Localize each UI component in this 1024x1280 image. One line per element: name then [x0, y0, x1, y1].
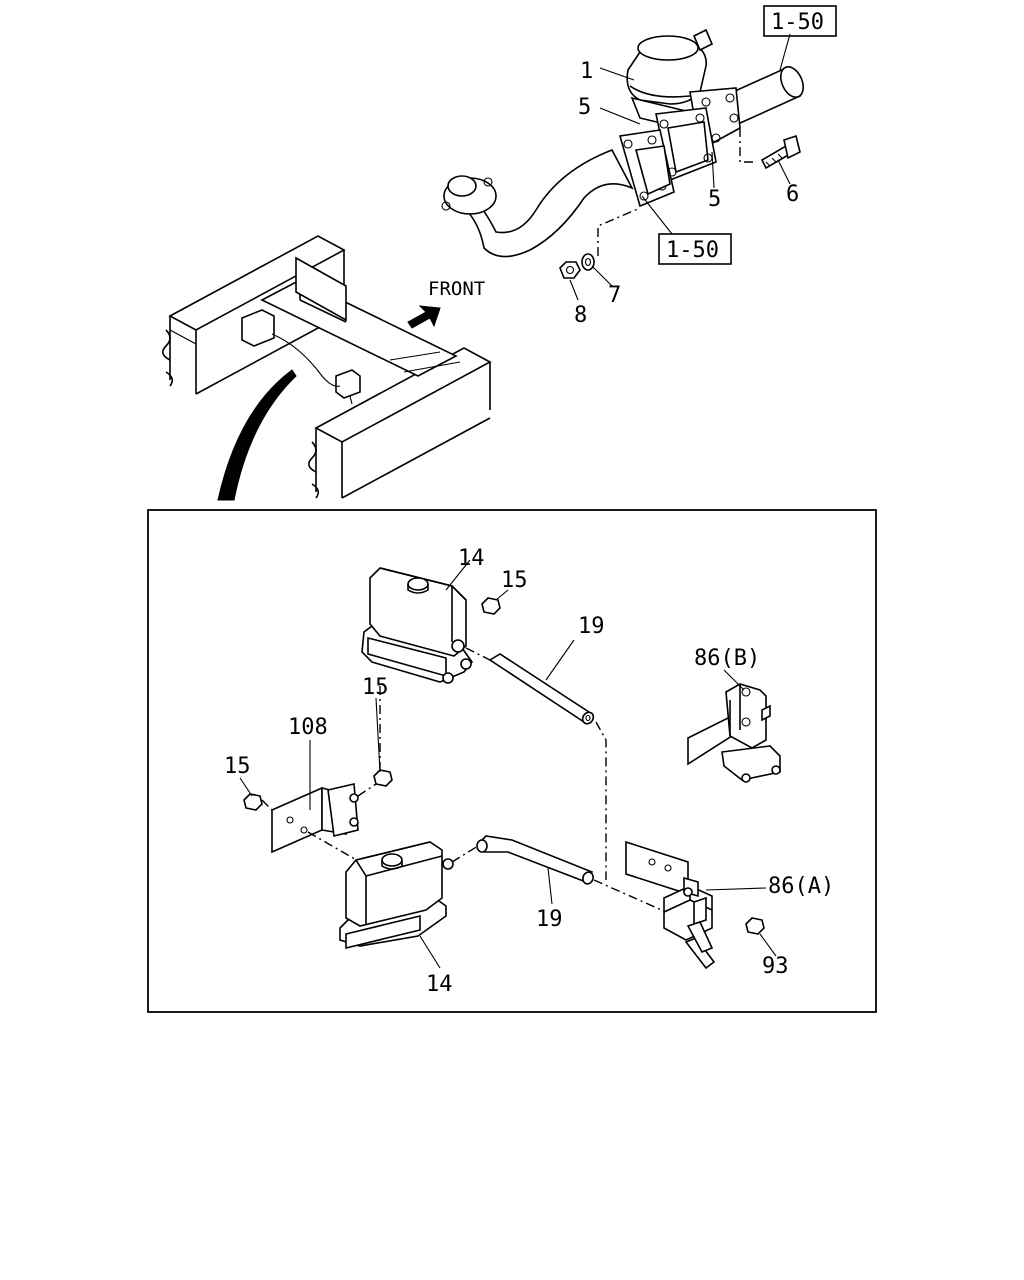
- washer: [581, 253, 595, 271]
- callout-86a: 86(A): [768, 874, 834, 899]
- reference-label-top: 1-50: [771, 10, 824, 35]
- callout-5-upper: 5: [578, 95, 591, 120]
- chassis-frame: [162, 235, 492, 499]
- nut-left: [243, 793, 263, 811]
- front-label: FRONT: [428, 278, 485, 300]
- nut-upper: [481, 597, 501, 615]
- callout-1: 1: [580, 59, 593, 84]
- callout-8: 8: [574, 303, 587, 328]
- nut: [559, 261, 581, 279]
- valve-body-flanges: [618, 107, 717, 208]
- callout-86b: 86(B): [694, 646, 760, 671]
- vacuum-hose-lower: [451, 835, 594, 885]
- callout-5-lower: 5: [708, 187, 721, 212]
- callout-108: 108: [288, 715, 328, 740]
- callout-14-upper: 14: [458, 546, 485, 571]
- callout-7: 7: [608, 283, 621, 308]
- front-direction-indicator: FRONT: [407, 278, 485, 329]
- callout-14-lower: 14: [426, 972, 453, 997]
- callout-93: 93: [762, 954, 789, 979]
- callout-15-upper: 15: [501, 568, 528, 593]
- magnetic-valve-lower: [339, 841, 454, 950]
- bracket-b: [687, 683, 781, 783]
- bolt: [760, 134, 801, 170]
- nut-93: [745, 917, 765, 935]
- detail-view-frame: [147, 509, 877, 1013]
- front-exhaust-pipe: [441, 148, 634, 258]
- exhaust-brake-assembly: [441, 28, 805, 301]
- callout-19-lower: 19: [536, 907, 563, 932]
- callout-15-left: 15: [224, 754, 251, 779]
- bracket-108: [261, 783, 377, 863]
- callout-19-upper: 19: [578, 614, 605, 639]
- reference-box-mid: [658, 233, 732, 265]
- detail-pointer-arrow: [217, 369, 297, 501]
- callout-6: 6: [786, 182, 799, 207]
- reference-box-top: [763, 5, 837, 37]
- front-arrow-icon: [407, 305, 441, 329]
- vacuum-hose-upper: [465, 647, 595, 725]
- bracket-a-solenoid: [625, 840, 716, 970]
- nut-middle: [373, 769, 393, 787]
- reference-label-mid: 1-50: [666, 238, 719, 263]
- magnetic-valve-upper: [361, 567, 474, 684]
- callout-15-middle: 15: [362, 675, 389, 700]
